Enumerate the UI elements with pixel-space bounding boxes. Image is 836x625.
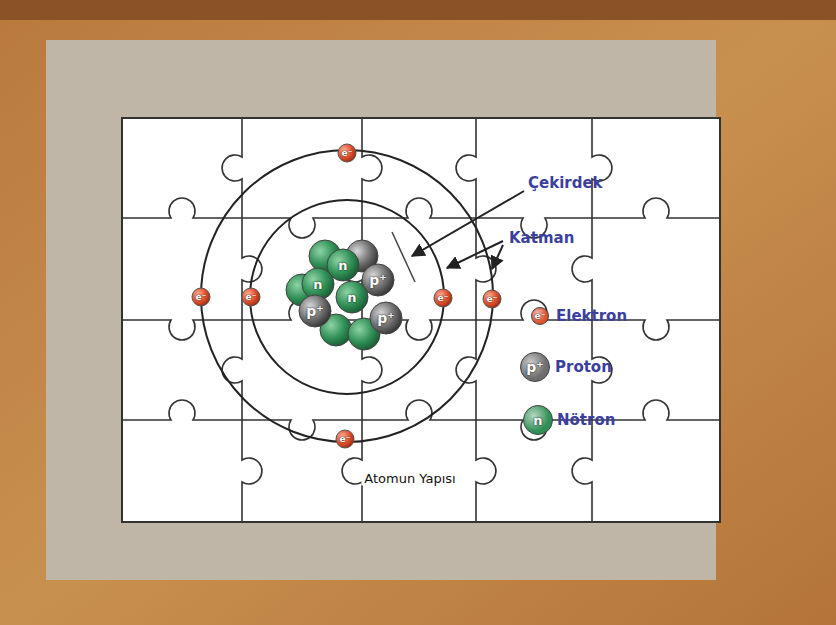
electron-symbol: e⁻ (438, 294, 449, 303)
piece-edge (222, 320, 242, 420)
legend-label: Nötron (557, 413, 615, 428)
neutron-symbol: n (347, 291, 356, 304)
neutron-symbol: n (313, 278, 322, 291)
piece-edge (122, 198, 242, 218)
proton-symbol: p⁺ (369, 273, 386, 287)
piece-edge (572, 420, 592, 522)
piece-edge (242, 218, 262, 320)
puzzle-board (122, 118, 720, 522)
callout-label: Çekirdek (528, 176, 603, 191)
electron-symbol: e⁻ (535, 312, 546, 321)
electron (434, 289, 452, 307)
electron-symbol: e⁻ (246, 293, 257, 302)
puzzle-border (122, 118, 720, 522)
outer-shell (201, 150, 493, 442)
proton-symbol: p⁺ (526, 360, 543, 374)
table-edge (0, 0, 836, 20)
piece-edge (242, 218, 362, 238)
piece-edge (572, 218, 592, 320)
electrons (192, 144, 501, 448)
piece-edge (222, 118, 242, 218)
legend-label: Elektron (556, 309, 627, 324)
leader-arrow (492, 245, 503, 269)
electron-symbol: e⁻ (487, 295, 498, 304)
leader-arrow (412, 191, 524, 256)
piece-edge (122, 320, 242, 340)
proton-symbol: p⁺ (377, 311, 394, 325)
proton-symbol: p⁺ (306, 304, 323, 318)
electron (338, 144, 356, 162)
electron (242, 288, 260, 306)
electron-symbol: e⁻ (342, 149, 353, 158)
leader-arrow (447, 241, 503, 268)
callout-label: Katman (509, 231, 574, 246)
neutron-symbol: n (338, 259, 347, 272)
proton (299, 295, 331, 327)
piece-edge (242, 420, 262, 522)
piece-edge (476, 420, 496, 522)
piece-edge (362, 400, 476, 420)
electron (336, 430, 354, 448)
neutron (336, 281, 368, 313)
pencil-mark (392, 232, 415, 282)
neutron-symbol: n (533, 414, 542, 427)
electron (192, 288, 210, 306)
electron-symbol: e⁻ (196, 293, 207, 302)
nucleus (286, 240, 402, 350)
piece-edge (122, 400, 242, 420)
piece-edge (592, 118, 612, 218)
electron-symbol: e⁻ (340, 435, 351, 444)
proton (370, 302, 402, 334)
puzzle-lines (122, 118, 720, 522)
electron (483, 290, 501, 308)
inner-shell (250, 200, 444, 394)
diagram-title: Atomun Yapısı (361, 471, 458, 486)
piece-edge (592, 198, 720, 218)
legend-label: Proton (555, 360, 612, 375)
